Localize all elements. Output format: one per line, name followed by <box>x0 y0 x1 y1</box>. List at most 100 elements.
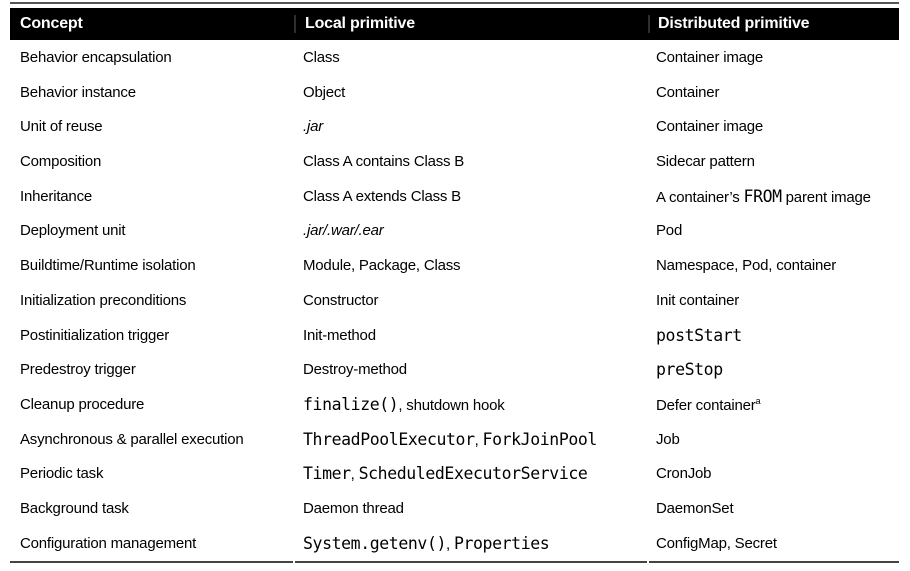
local-primitive-cell: Daemon thread <box>294 500 648 517</box>
table-body: Behavior encapsulation Class Container ima… <box>10 40 899 561</box>
cell-text-regular: Postinitialization trigger <box>20 326 170 344</box>
distributed-primitive-cell: Container <box>648 84 899 101</box>
concept-comparison-table: Concept Local primitive Distributed prim… <box>10 2 899 563</box>
cell-text-mono: postStart <box>656 325 742 345</box>
cell-text-mono: ThreadPoolExecutor <box>303 429 475 449</box>
cell-text-regular: Behavior encapsulation <box>20 48 172 66</box>
distributed-primitive-cell: CronJob <box>648 465 899 482</box>
cell-text-regular: Asynchronous & parallel execution <box>20 430 244 448</box>
table-row: Periodic task Timer, ScheduledExecutorSer… <box>10 457 899 492</box>
cell-text-regular: A container’s <box>656 188 744 206</box>
header-cell-local-primitive: Local primitive <box>294 15 648 33</box>
distributed-primitive-cell: postStart <box>648 326 899 345</box>
local-primitive-cell: Class A extends Class B <box>294 188 648 205</box>
table-header-row: Concept Local primitive Distributed prim… <box>10 8 899 40</box>
local-primitive-cell: .jar <box>294 118 648 135</box>
cell-text-regular: Container <box>656 83 720 101</box>
cell-text-regular: Class A extends Class B <box>303 187 461 205</box>
cell-text-regular: Defer container <box>656 396 756 414</box>
concept-cell: Inheritance <box>10 188 294 205</box>
cell-text-regular: Background task <box>20 500 129 518</box>
local-primitive-cell: Init-method <box>294 327 648 344</box>
concept-cell: Predestroy trigger <box>10 361 294 378</box>
distributed-primitive-cell: preStop <box>648 360 899 379</box>
cell-text-regular: , shutdown hook <box>398 397 505 415</box>
concept-cell: Behavior encapsulation <box>10 49 294 66</box>
concept-cell: Behavior instance <box>10 84 294 101</box>
concept-cell: Deployment unit <box>10 222 294 239</box>
cell-text-regular: Class A contains Class B <box>303 153 465 171</box>
cell-text-regular: Unit of reuse <box>20 118 103 136</box>
table-row: Deployment unit .jar/.war/.ear Pod <box>10 214 899 249</box>
cell-text-regular: Daemon thread <box>303 500 404 518</box>
concept-cell: Cleanup procedure <box>10 396 294 413</box>
header-cell-distributed-primitive: Distributed primitive <box>648 15 899 33</box>
distributed-primitive-cell: A container’s FROM parent image <box>648 187 899 206</box>
cell-text-regular: Object <box>303 83 346 101</box>
distributed-primitive-cell: DaemonSet <box>648 500 899 517</box>
cell-text-regular: Predestroy trigger <box>20 361 136 379</box>
table-top-rule <box>10 2 899 4</box>
distributed-primitive-cell: Container image <box>648 49 899 66</box>
cell-text-regular: CronJob <box>656 465 712 483</box>
cell-text-regular: DaemonSet <box>656 500 734 518</box>
concept-cell: Background task <box>10 500 294 517</box>
table-row: Inheritance Class A extends Class B A cont… <box>10 179 899 214</box>
local-primitive-cell: Class <box>294 49 648 66</box>
distributed-primitive-cell: ConfigMap, Secret <box>648 535 899 552</box>
distributed-primitive-cell: Sidecar pattern <box>648 153 899 170</box>
distributed-primitive-cell: Job <box>648 431 899 448</box>
table-row: Cleanup procedure finalize(), shutdown ho… <box>10 387 899 422</box>
table-row: Asynchronous & parallel execution ThreadP… <box>10 422 899 457</box>
cell-text-regular: , <box>446 535 454 553</box>
distributed-primitive-cell: Namespace, Pod, container <box>648 257 899 274</box>
cell-text-regular: Behavior instance <box>20 83 136 101</box>
local-primitive-cell: Class A contains Class B <box>294 153 648 170</box>
cell-text-regular: Job <box>656 430 680 448</box>
table-bottom-rule <box>10 560 899 563</box>
cell-text-mono: preStop <box>656 360 723 380</box>
cell-text-italic: .jar/.war/.ear <box>303 222 384 240</box>
cell-text-regular: Initialization preconditions <box>20 291 187 309</box>
cell-text-regular: Init container <box>656 291 740 309</box>
bottom-rule-gap <box>293 560 295 563</box>
cell-text-regular: Periodic task <box>20 465 104 483</box>
table-row: Behavior encapsulation Class Container ima… <box>10 40 899 75</box>
cell-text-regular: Container image <box>656 48 764 66</box>
local-primitive-cell: .jar/.war/.ear <box>294 222 648 239</box>
table-row: Postinitialization trigger Init-method pos… <box>10 318 899 353</box>
cell-text-regular: Destroy-method <box>303 361 407 379</box>
local-primitive-cell: ThreadPoolExecutor, ForkJoinPool <box>294 430 648 449</box>
cell-text-regular: , <box>350 466 359 484</box>
local-primitive-cell: finalize(), shutdown hook <box>294 395 648 414</box>
bottom-rule-segment <box>10 560 293 563</box>
local-primitive-cell: Module, Package, Class <box>294 257 648 274</box>
cell-text-mono: System.getenv() <box>303 533 447 553</box>
table-row: Background task Daemon thread DaemonSet <box>10 491 899 526</box>
local-primitive-cell: Object <box>294 84 648 101</box>
concept-cell: Asynchronous & parallel execution <box>10 431 294 448</box>
cell-text-regular: Configuration management <box>20 534 197 552</box>
cell-text-mono: ForkJoinPool <box>482 429 598 449</box>
cell-text-sup: a <box>755 395 761 406</box>
local-primitive-cell: Destroy-method <box>294 361 648 378</box>
header-cell-concept: Concept <box>20 15 83 32</box>
local-primitive-cell: Timer, ScheduledExecutorService <box>294 464 648 483</box>
cell-text-regular: Init-method <box>303 326 376 344</box>
cell-text-regular: , <box>474 431 483 449</box>
concept-cell: Periodic task <box>10 465 294 482</box>
cell-text-mono: ScheduledExecutorService <box>358 464 588 484</box>
table-row: Behavior instance Object Container <box>10 75 899 110</box>
concept-cell: Configuration management <box>10 535 294 552</box>
cell-text-mono: finalize() <box>303 395 399 415</box>
cell-text-regular: Deployment unit <box>20 222 126 240</box>
cell-text-regular: Module, Package, Class <box>303 257 461 275</box>
cell-text-regular: Pod <box>656 222 683 240</box>
distributed-primitive-cell: Pod <box>648 222 899 239</box>
concept-cell: Unit of reuse <box>10 118 294 135</box>
cell-text-regular: Cleanup procedure <box>20 396 145 414</box>
cell-text-mono: Timer <box>303 464 351 484</box>
cell-text-italic: .jar <box>303 118 324 136</box>
